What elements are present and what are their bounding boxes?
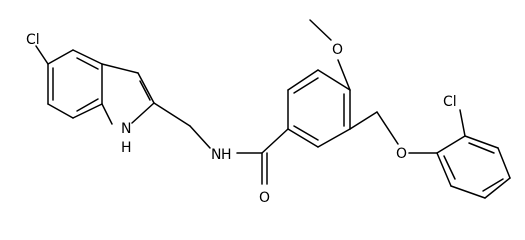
methoxy-oxygen-label: O — [332, 42, 343, 58]
bond-methoxy-ch3 — [309, 19, 332, 41]
indole-nitrogen-label: N — [121, 121, 131, 137]
indole-nh-hydrogen-label: H — [121, 140, 132, 156]
phenyl-chlorine-label: Cl — [443, 94, 457, 110]
bond-indole-cl — [35, 45, 49, 65]
indole-chlorine-label: Cl — [26, 32, 40, 48]
bond-ch2-ether-o — [376, 111, 399, 145]
bond-indole-ch2 — [153, 102, 191, 127]
chemical-structure-diagram: Cl N H N H O O O — [26, 19, 511, 206]
bond-ch2-n — [189, 125, 211, 149]
bond-carbonyl-ring — [261, 128, 289, 154]
bond-ring-methoxy-o — [337, 59, 351, 91]
carbonyl-oxygen-label: O — [259, 190, 270, 206]
indole-benzene-ring — [47, 49, 103, 119]
ether-oxygen-label: O — [396, 146, 407, 162]
bond-phenyl-cl — [459, 109, 466, 137]
bond-ring-ch2 — [349, 111, 378, 130]
central-benzene-ring — [287, 69, 351, 148]
chlorophenyl-ring — [436, 135, 511, 199]
indole-pyrrole-ring — [101, 63, 155, 125]
amide-nitrogen-label: N — [211, 147, 221, 163]
amide-hydrogen-label: H — [221, 147, 232, 163]
